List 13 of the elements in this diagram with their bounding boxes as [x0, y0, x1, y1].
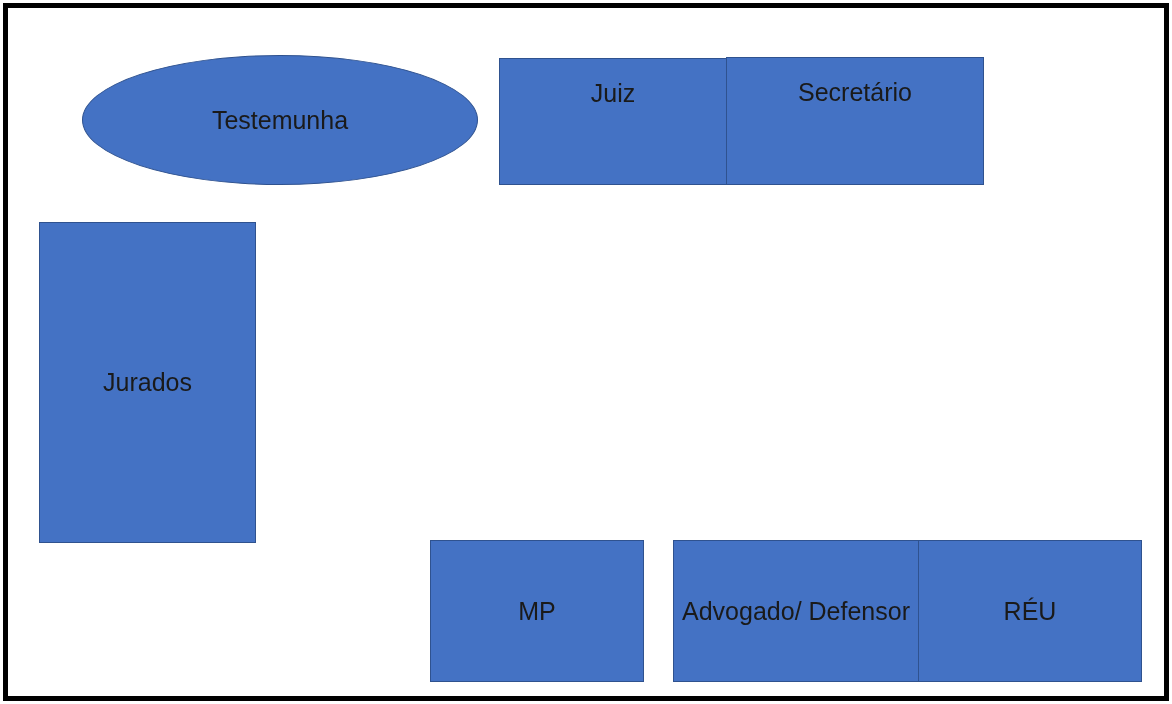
node-label: Juiz: [590, 79, 636, 108]
node-label: Jurados: [103, 368, 192, 397]
node-label: RÉU: [1003, 596, 1057, 626]
defense-box: [673, 540, 919, 682]
judge-box: [499, 58, 727, 185]
jury-box: [39, 222, 256, 543]
clerk-box: [726, 57, 984, 185]
defendant-box: [918, 540, 1142, 682]
prosecutor-box: [430, 540, 644, 682]
node-label: Secretário: [798, 78, 912, 107]
node-label: Testemunha: [211, 105, 349, 135]
node-label: Advogado/ Defensor: [682, 596, 910, 627]
node-label: MP: [518, 596, 556, 626]
